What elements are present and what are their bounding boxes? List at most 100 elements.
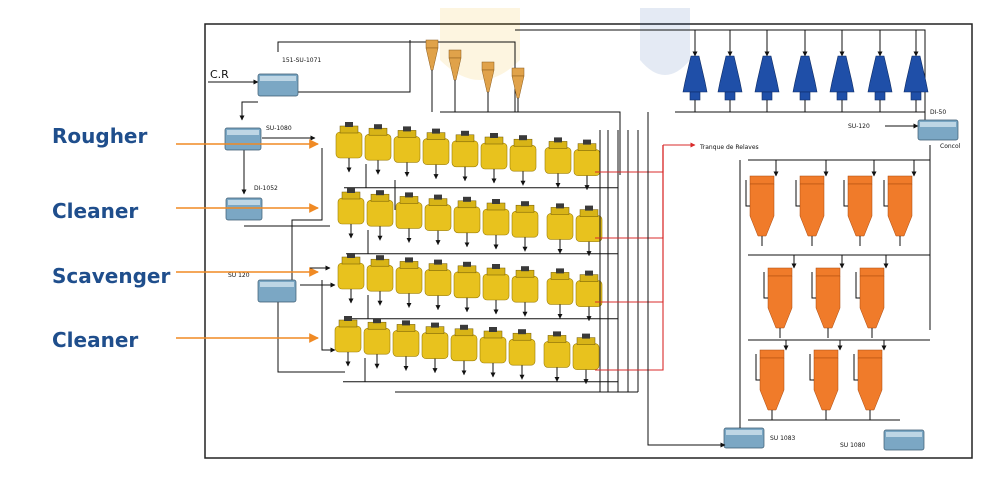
di50-label: DI-50	[930, 109, 946, 116]
hydrocyclone-body	[481, 61, 495, 71]
cell-body	[482, 208, 510, 236]
blue-cyclone-0	[682, 30, 708, 112]
cell-motor	[512, 332, 532, 341]
flotation-cell	[543, 331, 571, 382]
column-cell-1-0	[763, 255, 797, 338]
cell-motor	[486, 267, 506, 276]
cell-motor	[579, 274, 599, 282]
flotation-bank-0	[335, 122, 618, 191]
cell-motor	[428, 198, 448, 206]
tank-highlight	[227, 130, 259, 135]
tank-su-1080-top	[224, 127, 262, 151]
tank-highlight	[726, 430, 762, 435]
flotation-cell	[511, 266, 539, 317]
cell-body	[393, 136, 421, 163]
overflow-line	[440, 111, 621, 175]
blue-cyclone-body	[903, 55, 929, 93]
hydrocyclone-cone	[511, 75, 525, 99]
hydrocyclone-group	[425, 39, 525, 112]
cell-body	[363, 327, 391, 355]
cell-body	[392, 330, 420, 357]
cell-body	[395, 267, 423, 294]
flotation-cell	[366, 255, 394, 306]
column-cell-1-2	[855, 255, 889, 338]
tranque-label: Tranque de Relaves	[699, 144, 759, 151]
cell-body	[479, 336, 507, 364]
cell-drive	[376, 190, 384, 196]
cell-drive	[519, 135, 527, 141]
flotation-cell	[422, 128, 450, 180]
column-cell-2-1	[809, 340, 843, 420]
cell-body	[480, 142, 508, 170]
tank-su-1083	[723, 427, 765, 449]
cell-motor	[457, 200, 477, 209]
column-body	[813, 357, 839, 411]
flotation-bank-group	[334, 122, 618, 385]
blue-cyclone-group	[682, 30, 929, 112]
cell-drive	[582, 333, 590, 339]
cell-drive	[344, 316, 352, 321]
blue-cyclone-2	[754, 30, 780, 112]
cell-body	[337, 197, 365, 225]
column-body	[767, 275, 793, 329]
column-top	[749, 175, 775, 185]
su1080-top-label: SU-1080	[266, 125, 292, 132]
tank-highlight	[228, 200, 260, 205]
column-side-line	[809, 354, 814, 381]
flotation-cell	[334, 316, 362, 367]
cell-body	[395, 202, 423, 229]
column-side-line	[853, 354, 858, 381]
column-side-line	[755, 354, 760, 381]
cell-drive	[373, 318, 381, 324]
cell-drive	[461, 130, 469, 136]
cell-drive	[402, 320, 410, 326]
cell-body	[364, 133, 392, 161]
flotation-cell	[421, 322, 449, 374]
cell-body	[422, 138, 450, 165]
cell-body	[509, 144, 537, 172]
cell-drive	[463, 261, 471, 267]
flotation-cell	[451, 130, 479, 182]
column-body	[859, 275, 885, 329]
cell-body	[366, 264, 394, 292]
column-cell-0-0	[745, 160, 779, 246]
blue-cyclone-base	[724, 91, 736, 101]
column-cell-0-2	[843, 160, 877, 246]
cell-motor	[457, 265, 477, 274]
cell-body	[453, 206, 481, 234]
cell-body	[451, 140, 479, 168]
cell-motor	[515, 204, 535, 213]
cell-body	[544, 147, 572, 174]
flotation-cell	[508, 329, 536, 380]
flotation-cell	[546, 203, 574, 254]
flotation-cell	[395, 192, 423, 243]
su1071-label: 151-SU-1071	[282, 57, 321, 64]
column-top	[859, 267, 885, 277]
column-side-line	[855, 272, 860, 299]
cell-motor	[367, 321, 387, 330]
cell-drive	[431, 322, 439, 328]
blue-cyclone-body	[867, 55, 893, 93]
cell-drive	[521, 266, 529, 272]
cell-drive	[492, 199, 500, 204]
blue-cyclone-3	[792, 30, 818, 112]
blue-cyclone-body	[792, 55, 818, 93]
column-side-line	[763, 272, 768, 299]
su120-right-label: SU-120	[848, 123, 870, 130]
cell-drive	[583, 139, 591, 145]
cell-body	[453, 271, 481, 299]
cell-body	[366, 199, 394, 227]
flotation-cell	[482, 199, 510, 250]
cell-body	[334, 325, 362, 353]
flotation-cell	[479, 327, 507, 378]
tank-di-1052	[225, 197, 263, 221]
column-cell-1-1	[811, 255, 845, 338]
flotation-bank-2	[337, 253, 618, 322]
flotation-cell	[575, 205, 603, 257]
flotation-bank-3	[334, 316, 618, 385]
stage-arrow-group	[176, 139, 319, 343]
cell-motor	[577, 143, 597, 151]
cell-motor	[550, 207, 570, 215]
su1071-to-su1080	[239, 101, 258, 121]
cell-body	[424, 269, 452, 296]
